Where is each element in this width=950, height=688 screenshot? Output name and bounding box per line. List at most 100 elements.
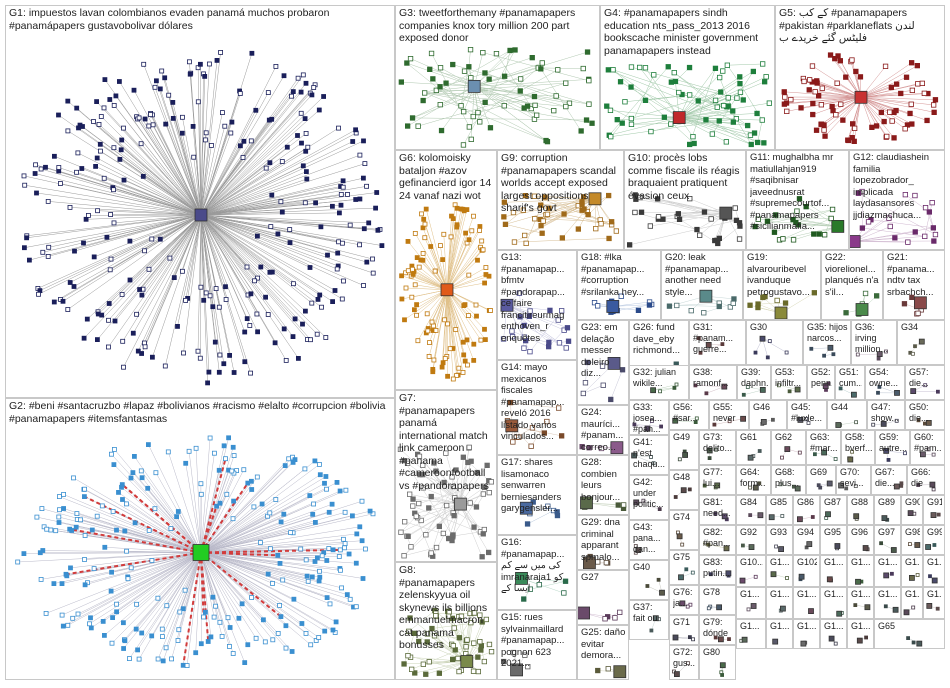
group-label: G1... — [905, 589, 920, 599]
edge-layer — [606, 63, 770, 145]
group-g45: G45: #luxle... — [787, 400, 827, 430]
group-label: G75 — [673, 552, 691, 562]
group-label: G82: #pan... — [703, 527, 731, 548]
group-g114: G1... — [901, 587, 923, 619]
group-label: G18: #lka #panamapap... #corruption #sri… — [581, 252, 645, 298]
hub-node — [440, 283, 454, 297]
group-label: G1... — [851, 621, 871, 631]
node-layer — [748, 512, 764, 519]
group-label: G11: mughalbha mr matiullahjan919 #saqib… — [750, 152, 834, 232]
group-label: G32: julian wikile... — [633, 367, 677, 388]
group-g82: G82: #pan... — [699, 525, 736, 555]
group-g23: G23: em delação messer doleiro diz... — [577, 320, 629, 405]
group-label: G58: bverf... — [845, 432, 872, 453]
group-g84: G84 — [736, 495, 766, 525]
group-label: G77: lui... — [703, 467, 723, 488]
group-label: G1... — [824, 557, 844, 567]
edge-layer — [811, 347, 834, 356]
group-label: G69 — [810, 467, 828, 477]
group-network — [21, 50, 385, 386]
group-label: G27 — [581, 572, 599, 583]
hub-node — [194, 208, 208, 222]
edge-layer — [773, 573, 788, 579]
group-network — [15, 435, 376, 669]
group-g80: G80 — [699, 645, 736, 680]
edge-layer — [679, 451, 686, 460]
group-label: G22: viorelionel... planqués n'a s'il... — [825, 252, 879, 298]
node-layer — [926, 602, 940, 611]
group-label: G3: tweetforthemany #panamapapers compan… — [399, 7, 576, 44]
group-g31: G31: #panam... guerre... — [689, 320, 746, 365]
group-g37: G37: fait ou — [629, 600, 669, 640]
group-label: G2: #beni #santacruzbo #lapaz #boliviano… — [9, 400, 386, 425]
group-g100: G10... — [736, 555, 766, 587]
group-label: G14: mayo mexicanos fiscales #panamapap.… — [501, 362, 565, 442]
group-label: G23: em delação messer doleiro diz... — [581, 322, 618, 379]
group-g32: G32: julian wikile... — [629, 365, 689, 400]
edge-layer — [784, 54, 936, 142]
hub-node — [719, 662, 726, 669]
node-layer — [677, 449, 689, 462]
edge-layer — [911, 574, 918, 579]
group-g78: G78 — [699, 585, 736, 615]
edge-layer — [829, 579, 832, 581]
group-g83: G83: putin... — [699, 555, 736, 585]
node-layer — [928, 574, 938, 584]
node-layer — [604, 61, 773, 148]
group-g41: G41: n'est chaqu... — [629, 435, 669, 475]
group-label: G37: fait ou — [633, 602, 658, 623]
group-g117: G1... — [766, 619, 793, 649]
group-label: G1... — [927, 589, 942, 599]
node-layer — [881, 515, 890, 522]
hub-node — [800, 640, 807, 647]
hub-node — [613, 665, 627, 679]
group-label: G9: corruption #panamapapers scandal wor… — [501, 152, 616, 214]
node-layer — [907, 510, 917, 517]
group-g6: G6: kolomoisky bataljon #azov gefinancie… — [395, 150, 497, 390]
group-g36: G36: irving million... — [851, 320, 897, 365]
edge-layer — [831, 638, 836, 644]
group-label: G92 — [740, 527, 758, 537]
hub-node — [460, 655, 474, 668]
group-g88: G88 — [847, 495, 874, 525]
group-g2: G2: #beni #santacruzbo #lapaz #boliviano… — [5, 398, 395, 680]
hub-node — [806, 541, 813, 548]
group-g8: G8: #panamapapers zelenskyyua oil skynew… — [395, 562, 497, 680]
group-g48: G48 — [669, 470, 699, 510]
group-label: G34 — [901, 322, 919, 332]
group-g108: G1... — [736, 587, 766, 619]
group-label: G1... — [740, 621, 760, 631]
group-g94: G94 — [793, 525, 820, 555]
node-layer — [908, 542, 921, 548]
group-label: G1... — [851, 589, 871, 599]
edge-layer — [401, 49, 593, 146]
group-g1: G1: impuestos lavan colombianos evaden p… — [5, 5, 395, 398]
group-label: G46 — [753, 402, 771, 412]
group-g30: G30 — [746, 320, 803, 365]
edge-layer — [859, 637, 867, 641]
edge-layer — [748, 605, 754, 610]
node-layer — [798, 573, 805, 582]
node-layer — [824, 511, 831, 520]
group-label: G42: under politic... — [633, 477, 664, 509]
group-g76: G76: ja... — [669, 585, 699, 615]
group-g87: G87 — [820, 495, 847, 525]
node-layer — [739, 574, 758, 584]
edge-layer — [629, 194, 741, 246]
group-g71: G71 — [669, 615, 699, 645]
group-label: G1... — [927, 557, 942, 567]
edge-layer — [865, 547, 868, 550]
group-g53: G53: infiltr... — [771, 365, 807, 400]
group-label: G78 — [703, 587, 721, 597]
node-layer — [883, 604, 899, 613]
node-layer — [768, 514, 785, 521]
group-g70: G70: sevi... — [836, 465, 871, 495]
group-label: G49 — [673, 432, 691, 442]
group-g21: G21: #panama... ndtv tax srbachch... — [883, 250, 945, 320]
hub-node — [779, 605, 786, 612]
group-g55: G55: never — [709, 400, 749, 430]
group-label: G44 — [831, 402, 849, 412]
group-g112: G1... — [847, 587, 874, 619]
group-g72: G72: gus... — [669, 645, 699, 680]
hub-node — [855, 578, 861, 585]
